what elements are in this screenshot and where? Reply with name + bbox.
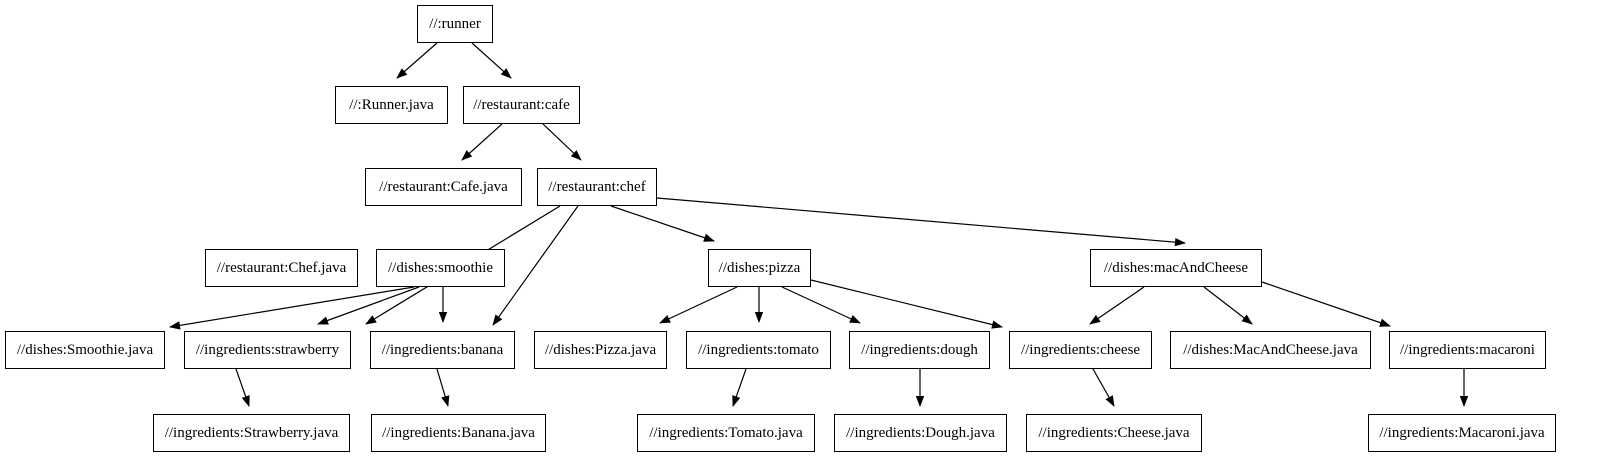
graph-node-banana[interactable]: //ingredients:banana (370, 331, 515, 369)
graph-node-runner_java[interactable]: //:Runner.java (335, 86, 448, 124)
graph-node-label: //ingredients:Cheese.java (1038, 424, 1190, 441)
graph-node-label: //ingredients:strawberry (195, 341, 340, 358)
graph-node-banana_java[interactable]: //ingredients:Banana.java (371, 414, 546, 452)
graph-node-macandcheese_java[interactable]: //dishes:MacAndCheese.java (1170, 331, 1371, 369)
graph-node-label: //:runner (429, 15, 481, 32)
graph-node-label: //dishes:Smoothie.java (16, 341, 154, 358)
graph-node-dough[interactable]: //ingredients:dough (849, 331, 990, 369)
graph-node-label: //:Runner.java (349, 96, 434, 113)
graph-node-label: //ingredients:tomato (698, 341, 819, 358)
graph-node-tomato[interactable]: //ingredients:tomato (686, 331, 831, 369)
graph-node-label: //ingredients:Tomato.java (649, 424, 803, 441)
graph-node-label: //restaurant:Cafe.java (379, 178, 508, 195)
graph-node-pizza_java[interactable]: //dishes:Pizza.java (534, 331, 667, 369)
graph-node-chef[interactable]: //restaurant:chef (537, 168, 657, 206)
graph-node-label: //ingredients:dough (861, 341, 978, 358)
graph-node-smoothie[interactable]: //dishes:smoothie (376, 249, 505, 287)
graph-node-label: //restaurant:chef (548, 178, 646, 195)
graph-node-smoothie_java[interactable]: //dishes:Smoothie.java (5, 331, 165, 369)
graph-node-label: //dishes:smoothie (388, 259, 493, 276)
graph-node-label: //ingredients:macaroni (1400, 341, 1535, 358)
graph-node-label: //ingredients:Banana.java (382, 424, 535, 441)
graph-node-runner[interactable]: //:runner (417, 5, 493, 43)
graph-node-pizza[interactable]: //dishes:pizza (708, 249, 811, 287)
graph-node-dough_java[interactable]: //ingredients:Dough.java (834, 414, 1007, 452)
graph-node-label: //dishes:MacAndCheese.java (1183, 341, 1358, 358)
graph-node-cheese[interactable]: //ingredients:cheese (1009, 331, 1152, 369)
graph-node-label: //ingredients:Strawberry.java (164, 424, 339, 441)
graph-node-cheese_java[interactable]: //ingredients:Cheese.java (1026, 414, 1202, 452)
graph-node-label: //dishes:pizza (718, 259, 801, 276)
graph-node-macaroni_java[interactable]: //ingredients:Macaroni.java (1368, 414, 1556, 452)
graph-node-strawberry_java[interactable]: //ingredients:Strawberry.java (153, 414, 350, 452)
graph-node-label: //ingredients:Dough.java (846, 424, 995, 441)
graph-node-label: //dishes:Pizza.java (544, 341, 657, 358)
graph-node-label: //restaurant:Chef.java (216, 259, 347, 276)
graph-node-label: //ingredients:Macaroni.java (1379, 424, 1545, 441)
graph-node-label: //dishes:macAndCheese (1103, 259, 1249, 276)
graph-node-macandcheese[interactable]: //dishes:macAndCheese (1090, 249, 1262, 287)
graph-node-cafe[interactable]: //restaurant:cafe (463, 86, 580, 124)
graph-node-label: //restaurant:cafe (473, 96, 570, 113)
graph-node-chef_java[interactable]: //restaurant:Chef.java (205, 249, 358, 287)
graph-node-label: //ingredients:banana (381, 341, 504, 358)
graph-node-macaroni[interactable]: //ingredients:macaroni (1389, 331, 1546, 369)
graph-node-tomato_java[interactable]: //ingredients:Tomato.java (637, 414, 815, 452)
graph-node-cafe_java[interactable]: //restaurant:Cafe.java (365, 168, 522, 206)
graph-node-label: //ingredients:cheese (1020, 341, 1141, 358)
graph-node-strawberry[interactable]: //ingredients:strawberry (184, 331, 351, 369)
